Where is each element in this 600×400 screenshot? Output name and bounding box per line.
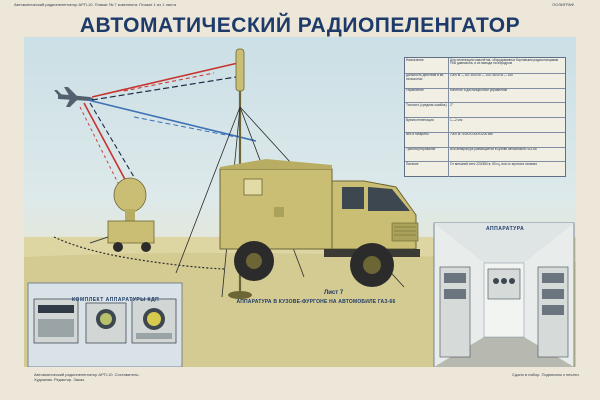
aircraft-icon: [54, 87, 94, 107]
spec-param: Назначение: [405, 58, 449, 73]
spec-param: Вес и габариты: [405, 132, 449, 148]
inset-components: [27, 282, 183, 367]
caption-text: АППАРАТУРА В КУЗОВЕ-ФУРГОНЕ НА АВТОМОБИЛ…: [236, 299, 396, 305]
inset-components-label: КОМПЛЕКТ АППАРАТУРЫ КДП: [72, 297, 160, 303]
ground-cable: [53, 236, 225, 270]
inset-equipment: [433, 222, 575, 367]
header-left-text: Автоматический радиопеленгатор АРП-10. П…: [14, 2, 177, 7]
spec-value: 7000 кг; 5400×2300×3200 мм: [450, 132, 493, 137]
footer-left-text: Автоматический радиопеленгатор АРП-10. С…: [34, 372, 140, 382]
antenna-trailer: [89, 177, 155, 252]
spec-value: 1000 м — 60; 3000 м — 100; 6000 м — 160: [450, 73, 514, 78]
spec-value: 1—2 сек: [450, 118, 463, 122]
inset-equipment-label: АППАРАТУРА: [486, 226, 525, 232]
spec-value: Местное и дистанционное управление: [450, 88, 508, 92]
spec-value: От внешней сети 220/380 в, 50 гц, или от…: [450, 162, 537, 166]
spec-row: Точность (средняя ошибка)2°: [405, 102, 565, 118]
spec-value: Вся аппаратура размещается в кузове авто…: [450, 147, 537, 151]
spec-value: 2°: [450, 103, 454, 107]
spec-param: Транспортирование: [405, 147, 449, 163]
caption-number: Лист 7: [324, 290, 344, 296]
spec-param: Дальность действия в км на высотах: [405, 73, 449, 89]
footer-right-text: Сдано в набор. Подписано к печати.: [512, 372, 580, 377]
header-right-text: ПОЛИГРАФ: [552, 2, 574, 7]
signal-rays: [79, 62, 257, 188]
gaz66-truck: [219, 159, 420, 287]
spec-param: Питание: [405, 162, 449, 177]
spec-param: Управление: [405, 88, 449, 104]
spec-param: Время пеленгации: [405, 118, 449, 133]
spec-param: Точность (средняя ошибка): [405, 103, 449, 118]
spec-value: Для пеленгации самолётов, оборудованных …: [450, 58, 559, 66]
